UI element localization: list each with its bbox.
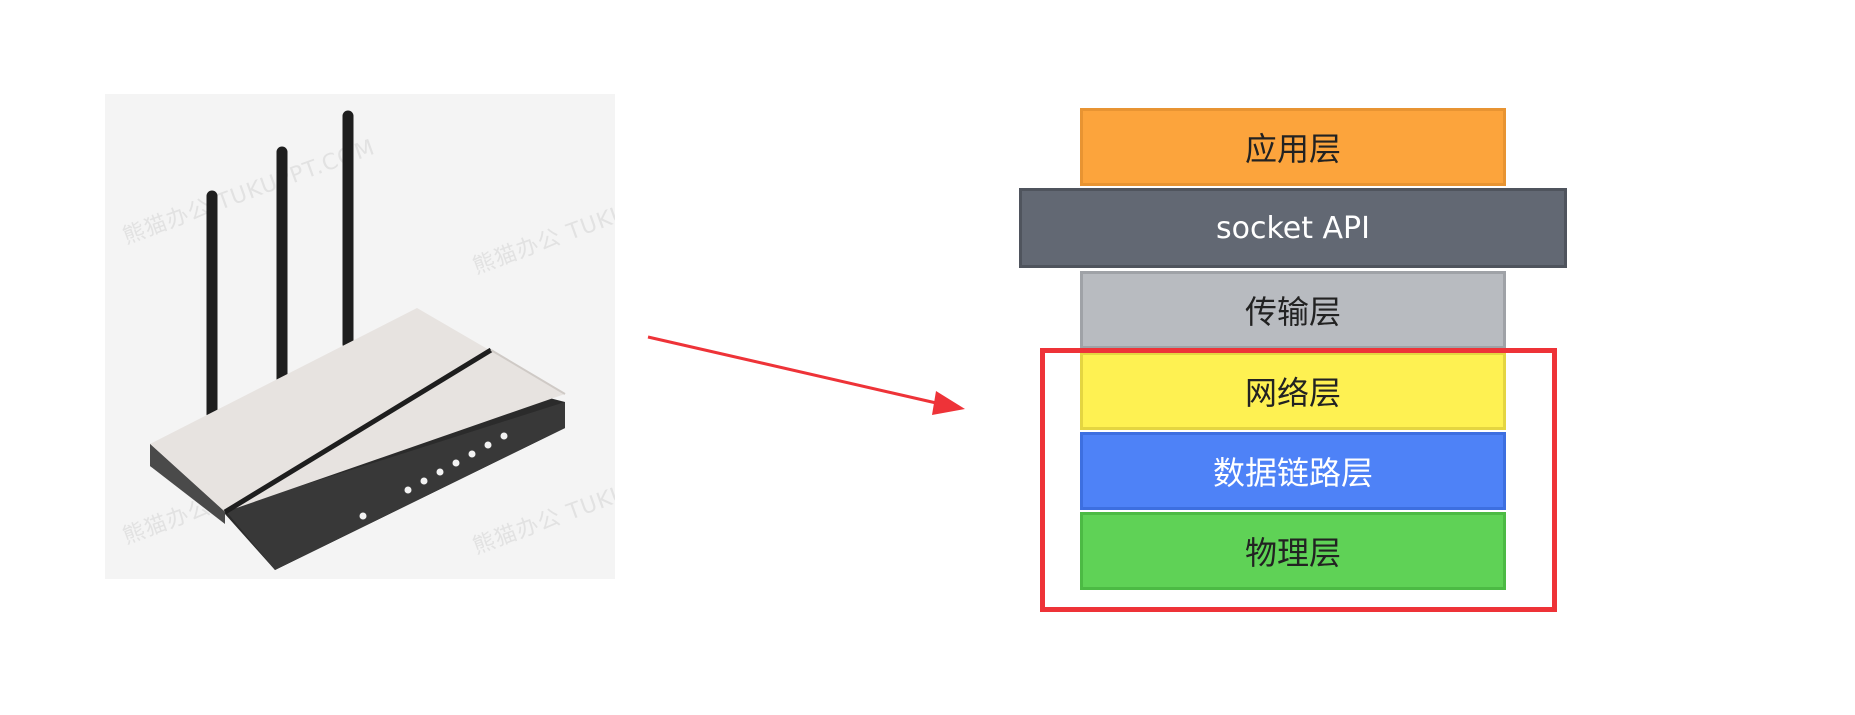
data-link-layer: 数据链路层	[1080, 432, 1506, 510]
network-layer: 网络层	[1080, 352, 1506, 430]
router-icon	[150, 110, 566, 570]
application-layer: 应用层	[1080, 108, 1506, 186]
arrow-icon	[647, 335, 965, 415]
physical-layer: 物理层	[1080, 512, 1506, 590]
socket-api-layer: socket API	[1019, 188, 1567, 268]
router-layers-highlight	[1040, 348, 1557, 612]
transport-layer: 传输层	[1080, 271, 1506, 349]
router-image: 熊猫办公 TUKUPPT.COM 熊猫办公 TUKUPPT.COM 熊猫办公 T…	[105, 94, 615, 579]
